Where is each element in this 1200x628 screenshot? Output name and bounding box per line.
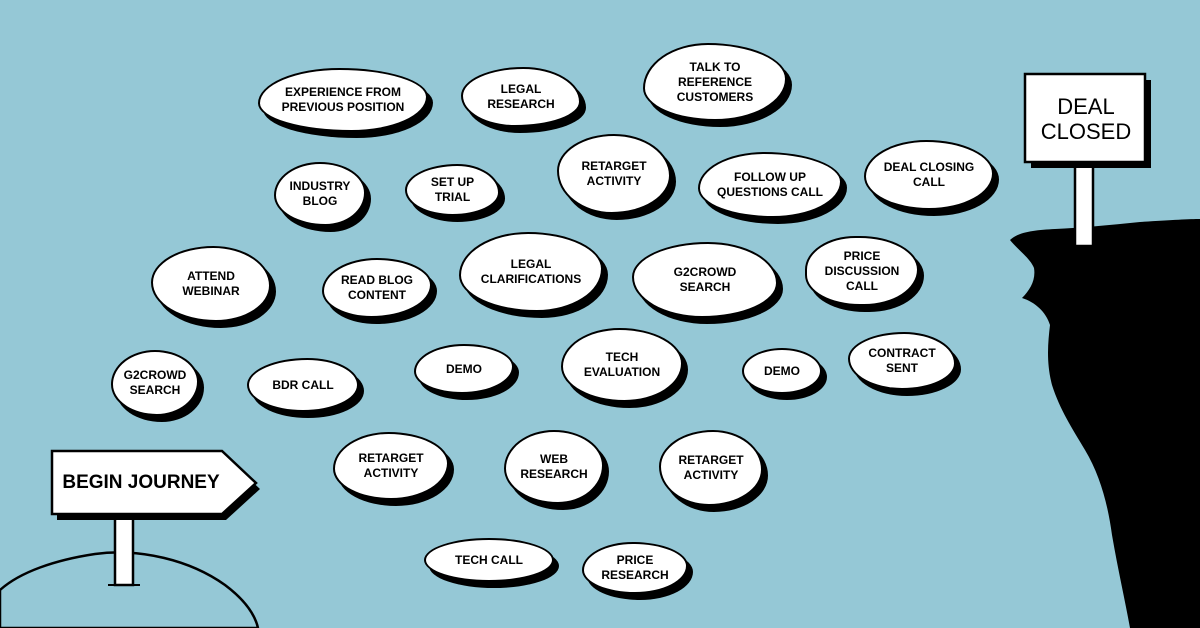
end-sign-board bbox=[1023, 72, 1147, 164]
step-label: DEMO bbox=[764, 363, 800, 378]
cliff bbox=[1010, 219, 1200, 628]
step-stone: RETARGET ACTIVITY bbox=[333, 432, 454, 506]
step-stone: READ BLOG CONTENT bbox=[322, 258, 437, 324]
step-label: WEB RESEARCH bbox=[520, 452, 588, 481]
step-stone: FOLLOW UP QUESTIONS CALL bbox=[698, 152, 847, 224]
step-stone: LEGAL RESEARCH bbox=[461, 67, 586, 133]
step-stone: G2CROWD SEARCH bbox=[111, 350, 204, 422]
step-stone: PRICE DISCUSSION CALL bbox=[805, 236, 924, 312]
step-label: CONTRACT SENT bbox=[868, 346, 936, 375]
step-label: FOLLOW UP QUESTIONS CALL bbox=[716, 170, 823, 199]
step-stone: EXPERIENCE FROM PREVIOUS POSITION bbox=[258, 68, 433, 138]
step-stone: ATTEND WEBINAR bbox=[151, 246, 276, 328]
step-label: EXPERIENCE FROM PREVIOUS POSITION bbox=[281, 85, 405, 114]
start-sign-board bbox=[50, 449, 258, 516]
step-stone: PRICE RESEARCH bbox=[582, 542, 693, 600]
step-label: RETARGET ACTIVITY bbox=[581, 159, 647, 188]
step-label: G2CROWD SEARCH bbox=[673, 265, 737, 294]
step-stone: DEMO bbox=[414, 344, 519, 400]
step-stone: TECH EVALUATION bbox=[561, 328, 688, 408]
step-label: LEGAL CLARIFICATIONS bbox=[480, 257, 582, 286]
step-stone: DEMO bbox=[742, 348, 827, 400]
step-label: RETARGET ACTIVITY bbox=[678, 453, 744, 482]
step-label: LEGAL RESEARCH bbox=[487, 82, 555, 111]
step-label: READ BLOG CONTENT bbox=[341, 273, 413, 302]
begin-journey-label: BEGIN JOURNEY bbox=[62, 472, 220, 493]
step-label: TECH EVALUATION bbox=[583, 350, 661, 379]
step-label: DEAL CLOSING CALL bbox=[883, 160, 975, 189]
step-stone: RETARGET ACTIVITY bbox=[659, 430, 768, 512]
step-label: G2CROWD SEARCH bbox=[123, 368, 187, 397]
step-stone: G2CROWD SEARCH bbox=[632, 242, 783, 324]
deal-closed-label: DEAL CLOSED bbox=[1040, 93, 1132, 144]
step-label: PRICE RESEARCH bbox=[601, 553, 669, 582]
step-stone: CONTRACT SENT bbox=[848, 332, 961, 396]
step-label: SET UP TRIAL bbox=[430, 175, 475, 204]
step-stone: TALK TO REFERENCE CUSTOMERS bbox=[643, 43, 792, 127]
step-stone: BDR CALL bbox=[247, 358, 364, 418]
step-label: ATTEND WEBINAR bbox=[182, 269, 240, 298]
start-hill bbox=[0, 551, 260, 628]
step-stone: WEB RESEARCH bbox=[504, 430, 609, 510]
step-label: PRICE DISCUSSION CALL bbox=[824, 248, 900, 293]
step-stone: INDUSTRY BLOG bbox=[274, 162, 371, 232]
end-sign-post bbox=[1073, 158, 1095, 248]
step-label: INDUSTRY BLOG bbox=[289, 179, 351, 208]
step-label: TALK TO REFERENCE CUSTOMERS bbox=[676, 59, 754, 104]
step-label: TECH CALL bbox=[455, 552, 523, 567]
step-label: DEMO bbox=[446, 361, 482, 376]
step-stone: LEGAL CLARIFICATIONS bbox=[459, 232, 608, 318]
step-stone: TECH CALL bbox=[424, 538, 559, 588]
step-stone: RETARGET ACTIVITY bbox=[557, 134, 676, 220]
step-stone: DEAL CLOSING CALL bbox=[864, 140, 999, 216]
step-stone: SET UP TRIAL bbox=[405, 164, 505, 222]
step-label: BDR CALL bbox=[272, 377, 334, 392]
step-label: RETARGET ACTIVITY bbox=[358, 451, 424, 480]
